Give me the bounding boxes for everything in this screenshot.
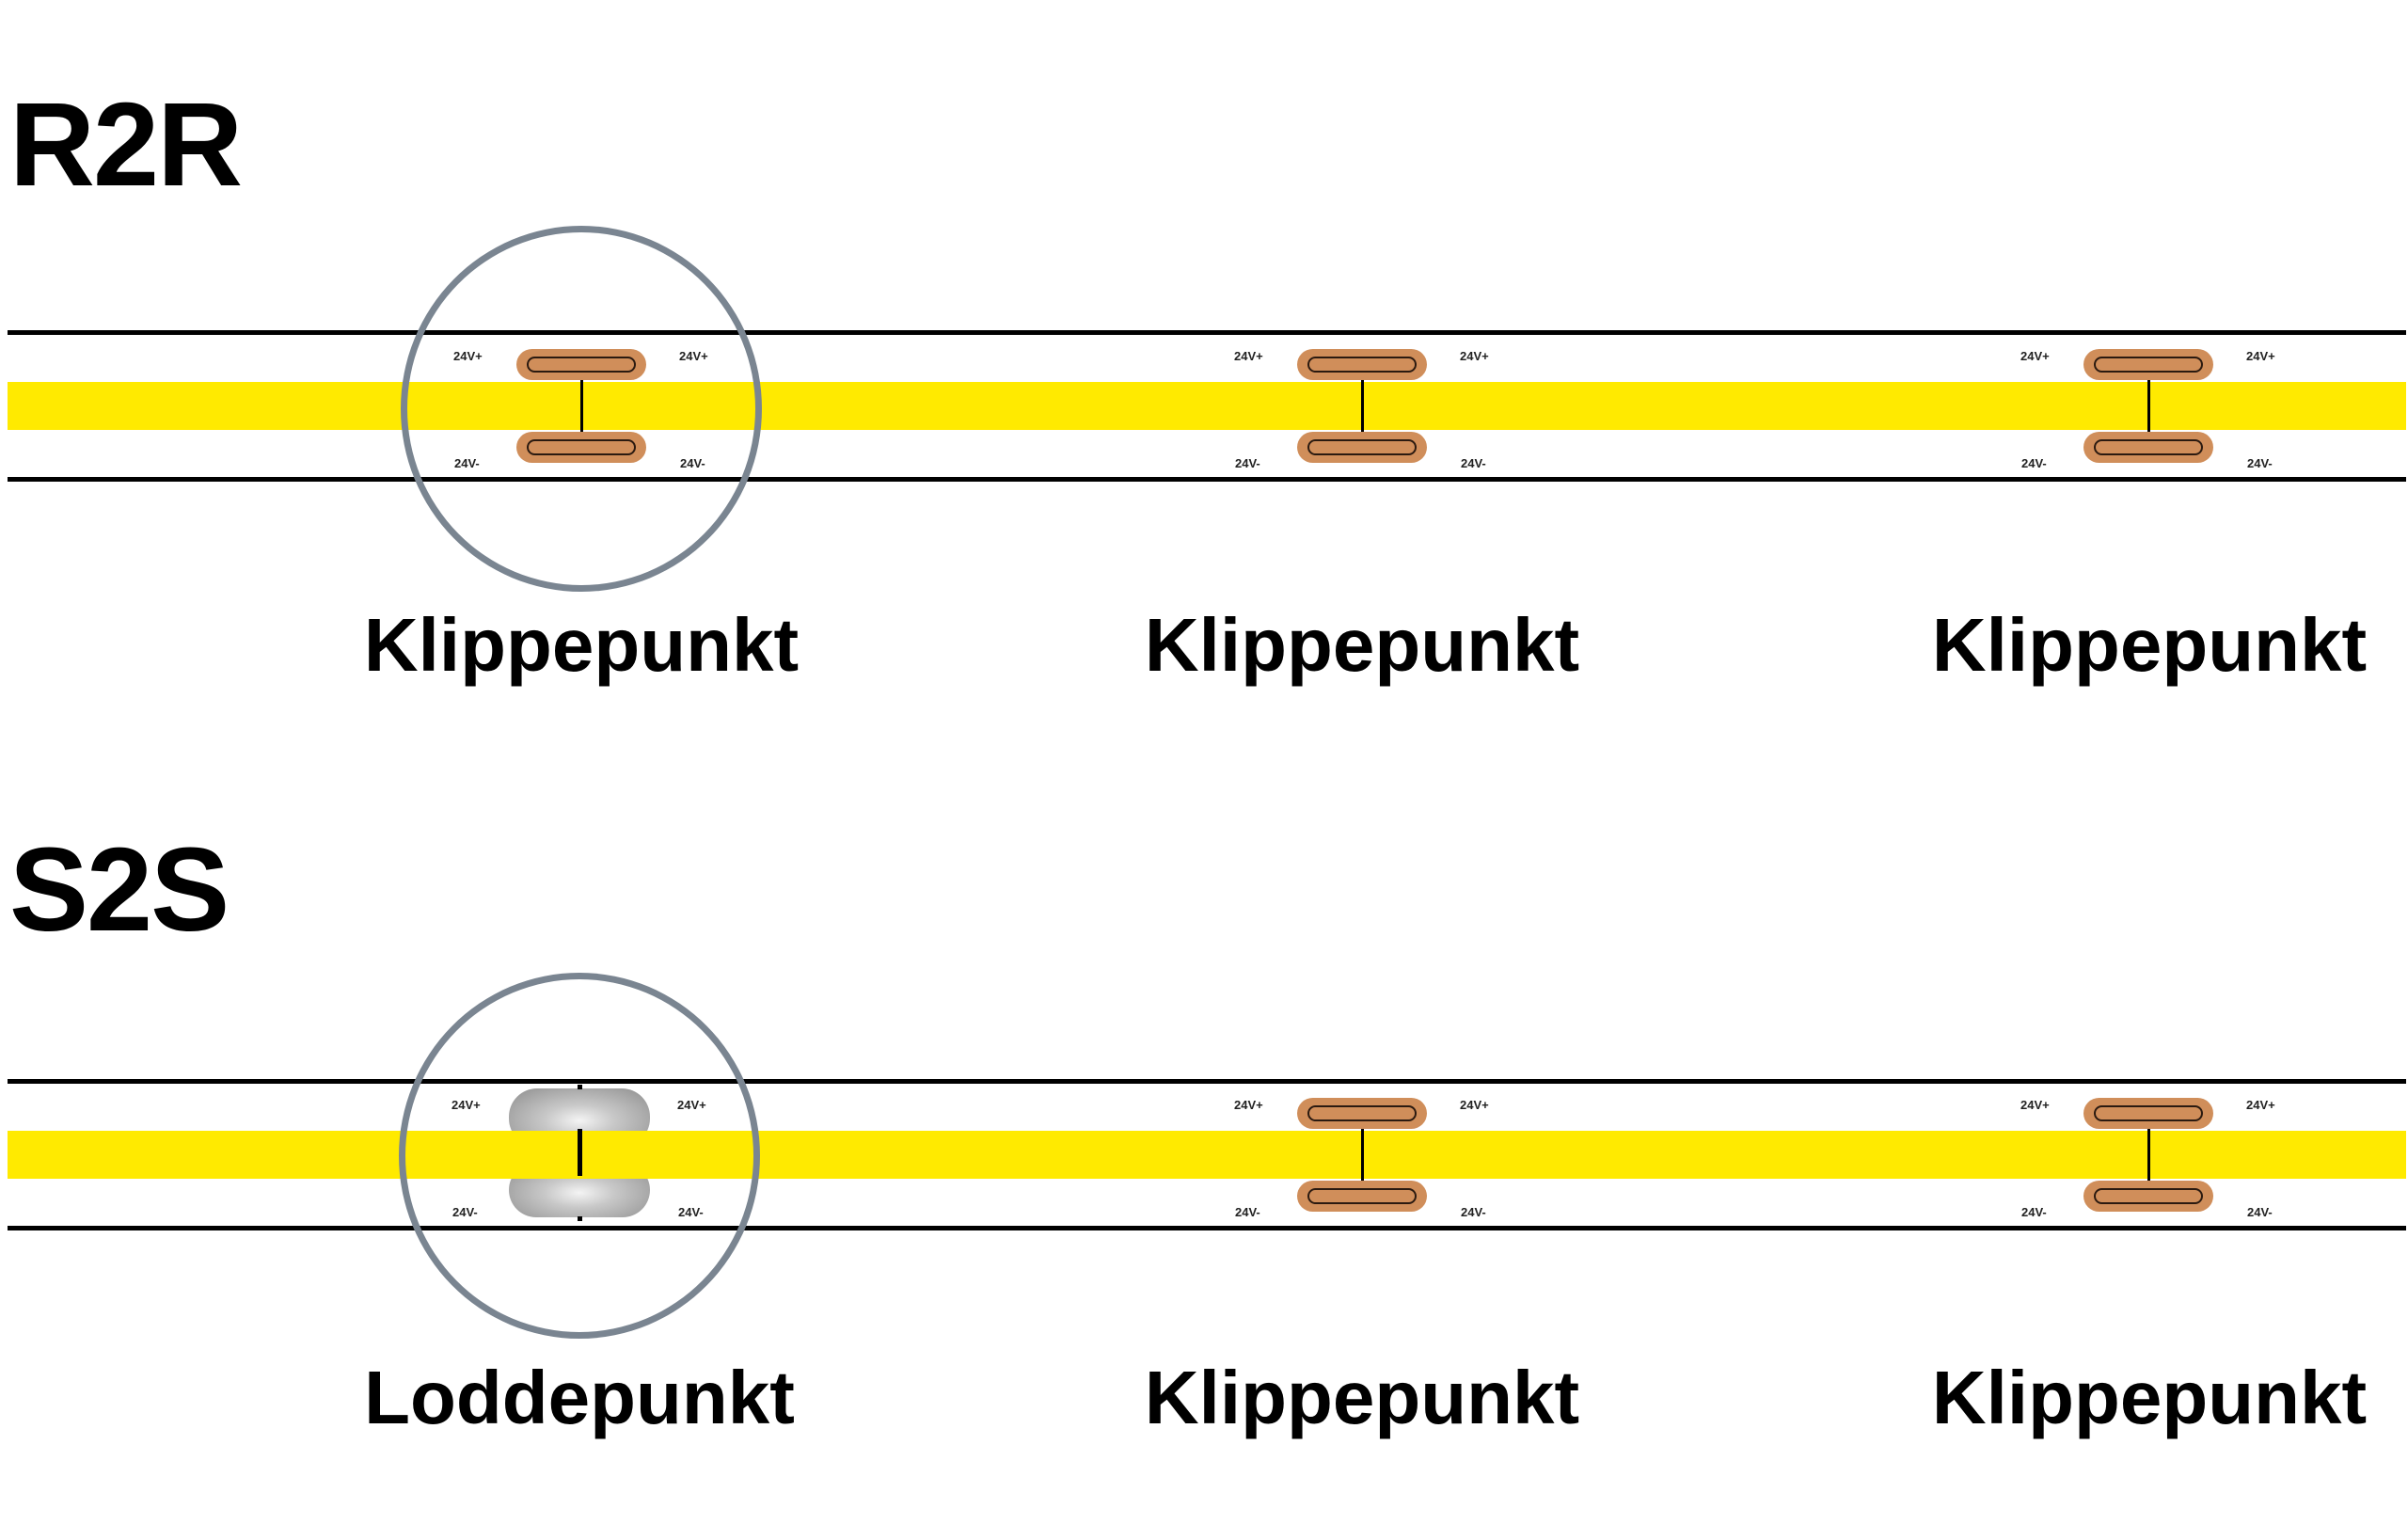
copper-pad-positive: [516, 349, 646, 380]
voltage-label: 24V+: [452, 1098, 481, 1112]
voltage-label: 24V+: [1234, 1098, 1263, 1112]
copper-pad-negative: [1297, 1181, 1427, 1212]
copper-pad-positive: [1297, 1098, 1427, 1129]
voltage-label: 24V+: [1234, 349, 1263, 363]
solder-seam-tick: [577, 1085, 582, 1089]
copper-pad-negative: [2083, 1181, 2213, 1212]
copper-pad-negative: [1297, 432, 1427, 463]
strip-top-edge: [8, 1079, 2406, 1084]
point-label: Klippepunkt: [1144, 603, 1580, 687]
strip-bottom-edge: [8, 477, 2406, 482]
voltage-label: 24V+: [679, 349, 708, 363]
led-band: [8, 1131, 2406, 1179]
voltage-label: 24V-: [2247, 456, 2273, 470]
voltage-label: 24V-: [678, 1205, 704, 1219]
voltage-label: 24V-: [2021, 1205, 2047, 1219]
copper-pad-negative: [2083, 432, 2213, 463]
section-title-r2r: R2R: [9, 78, 243, 211]
voltage-label: 24V-: [454, 456, 480, 470]
voltage-label: 24V+: [453, 349, 483, 363]
pad-connector-line: [579, 380, 583, 432]
voltage-label: 24V+: [2020, 349, 2050, 363]
section-title-s2s: S2S: [9, 823, 230, 956]
point-label: Klippepunkt: [1931, 1356, 2368, 1439]
voltage-label: 24V-: [680, 456, 705, 470]
copper-pad-positive: [1297, 349, 1427, 380]
pad-connector-line: [1360, 380, 1364, 432]
voltage-label: 24V-: [1461, 456, 1486, 470]
voltage-label: 24V-: [2021, 456, 2047, 470]
pad-connector-line: [2147, 1129, 2150, 1181]
voltage-label: 24V-: [452, 1205, 478, 1219]
solder-seam-line: [577, 1129, 582, 1176]
copper-pad-positive: [2083, 1098, 2213, 1129]
copper-pad-negative: [516, 432, 646, 463]
voltage-label: 24V+: [2246, 349, 2275, 363]
voltage-label: 24V+: [1460, 1098, 1489, 1112]
led-strip-s2s: 24V+ 24V+ 24V- 24V- 24V+ 24V+ 24V- 24V- …: [8, 1079, 2406, 1230]
point-label: Klippepunkt: [1144, 1356, 1580, 1439]
voltage-label: 24V-: [1235, 1205, 1260, 1219]
solder-seam-tick: [577, 1216, 582, 1221]
voltage-label: 24V+: [2020, 1098, 2050, 1112]
led-band: [8, 382, 2406, 430]
copper-pad-positive: [2083, 349, 2213, 380]
strip-bottom-edge: [8, 1226, 2406, 1230]
point-label: Loddepunkt: [364, 1356, 795, 1439]
led-strip-r2r: 24V+ 24V+ 24V- 24V- 24V+ 24V+ 24V- 24V- …: [8, 330, 2406, 482]
voltage-label: 24V+: [677, 1098, 706, 1112]
voltage-label: 24V-: [1461, 1205, 1486, 1219]
point-label: Klippepunkt: [1931, 603, 2368, 687]
voltage-label: 24V+: [2246, 1098, 2275, 1112]
voltage-label: 24V-: [2247, 1205, 2273, 1219]
voltage-label: 24V+: [1460, 349, 1489, 363]
strip-top-edge: [8, 330, 2406, 335]
voltage-label: 24V-: [1235, 456, 1260, 470]
pad-connector-line: [2147, 380, 2150, 432]
point-label: Klippepunkt: [363, 603, 800, 687]
pad-connector-line: [1360, 1129, 1364, 1181]
